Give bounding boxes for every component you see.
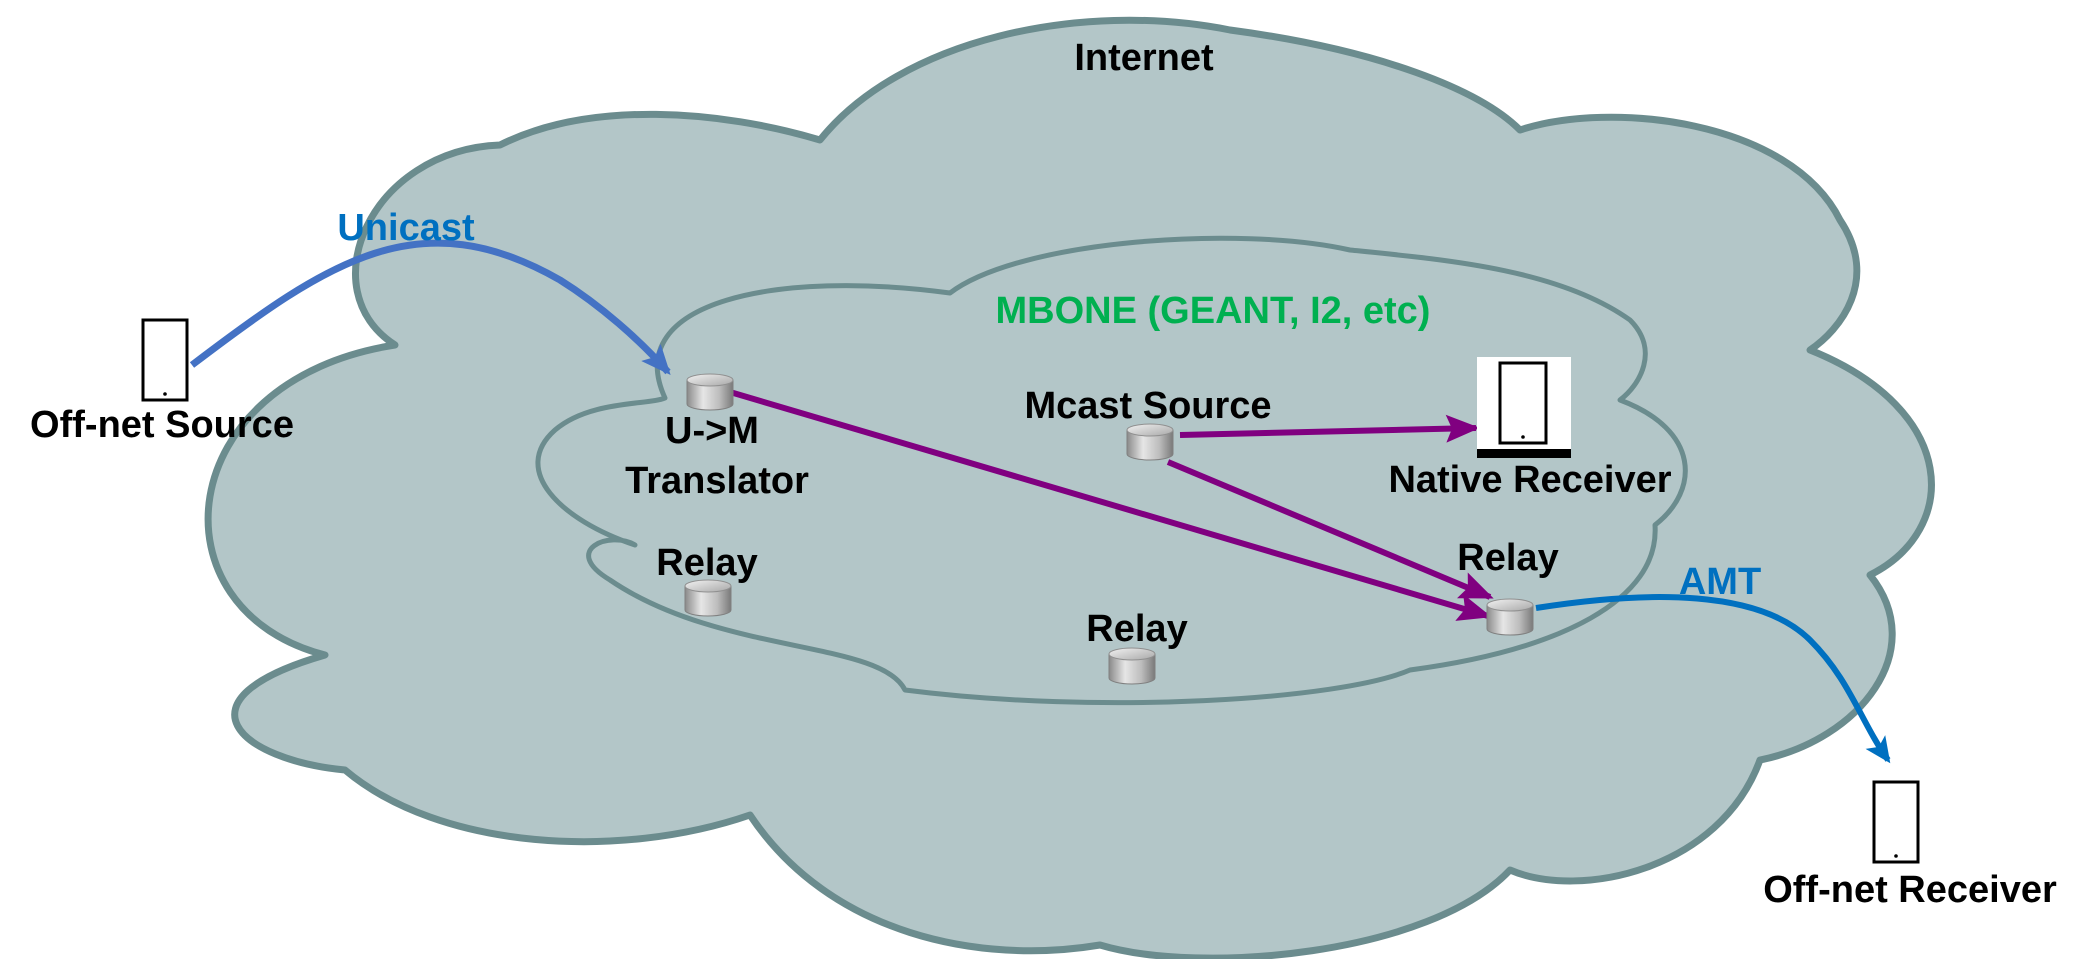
mcast-source-to-relay-link	[1166, 459, 1494, 600]
mobile-device-icon	[1872, 780, 1920, 864]
router-cylinder-icon	[1486, 598, 1534, 636]
mcast-source-label: Mcast Source	[1024, 385, 1271, 427]
offnet-receiver-label: Off-net Receiver	[1763, 869, 2057, 911]
translator-label-line1: U->M	[665, 410, 759, 452]
native-receiver-label: Native Receiver	[1388, 459, 1671, 501]
relay-right-label: Relay	[1457, 537, 1558, 579]
translator-to-relay-link	[729, 389, 1492, 621]
router-cylinder-icon	[1108, 647, 1156, 685]
amt-label: AMT	[1679, 561, 1761, 603]
translator-label-line2: Translator	[625, 460, 809, 502]
relay-center-label: Relay	[1086, 608, 1187, 650]
internet-label: Internet	[1074, 37, 1214, 79]
amt-link	[1535, 594, 1891, 764]
mobile-device-icon	[1477, 357, 1571, 458]
mcast-source-to-native-link	[1179, 414, 1480, 443]
router-cylinder-icon	[684, 579, 732, 617]
router-cylinder-icon	[686, 373, 734, 411]
relay-left-label: Relay	[656, 542, 757, 584]
unicast-link	[189, 239, 671, 376]
unicast-label: Unicast	[337, 207, 475, 249]
mobile-device-icon	[141, 318, 189, 402]
offnet-source-label: Off-net Source	[30, 404, 294, 446]
router-cylinder-icon	[1126, 423, 1174, 461]
mbone-label: MBONE (GEANT, I2, etc)	[996, 290, 1431, 332]
